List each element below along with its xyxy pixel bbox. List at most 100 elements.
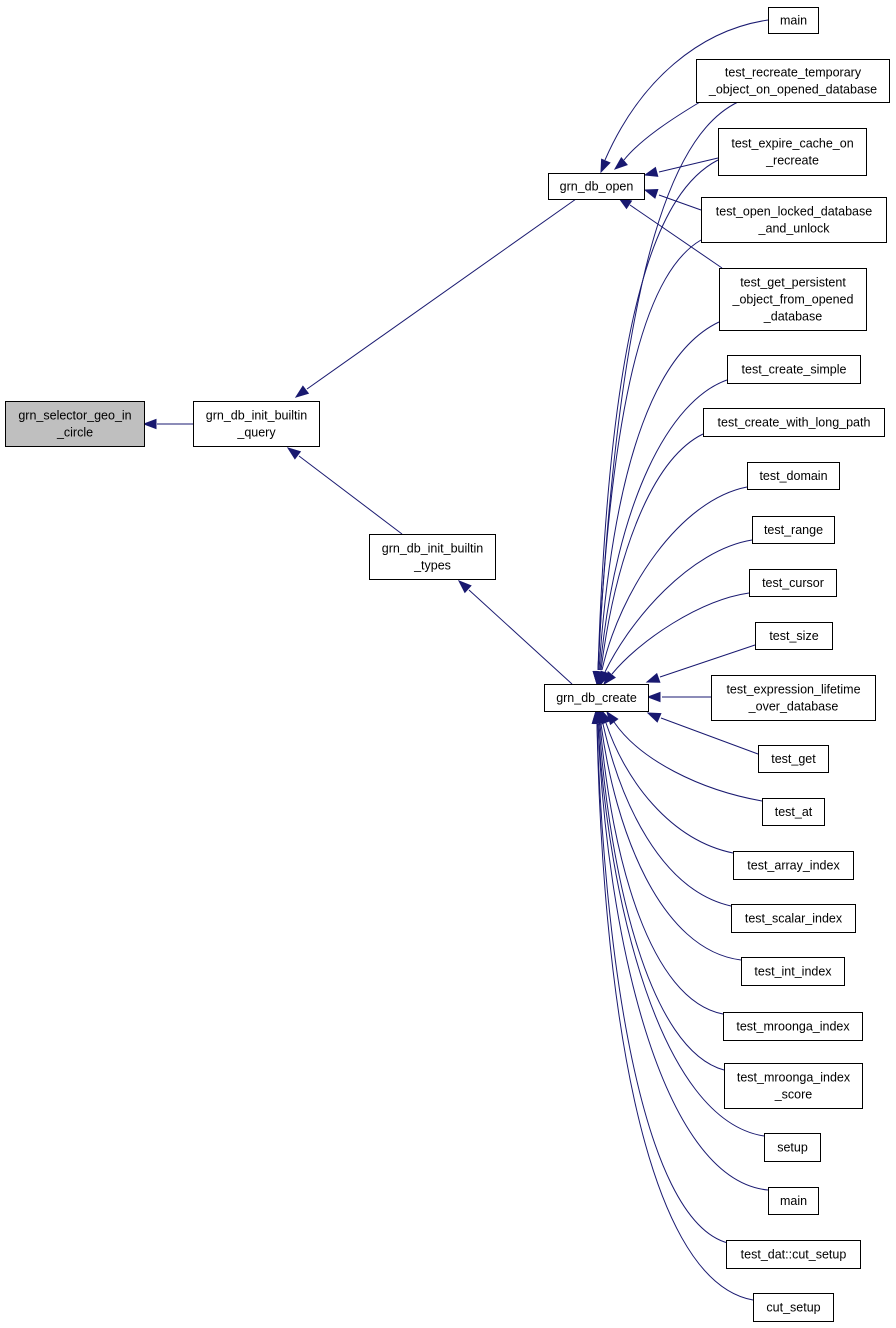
- edge-main_a-to-grn_db_open: [600, 19, 769, 174]
- node-test-at[interactable]: test_at: [762, 798, 825, 826]
- edge-grn_db_init_builtin_query-to-grn_selector_geo_in_circle: [142, 418, 193, 430]
- edge-test_cursor-to-grn_db_create: [603, 592, 750, 686]
- edge-line: [605, 722, 734, 854]
- edge-line: [604, 539, 753, 673]
- node-grn-db-init-builtin-query[interactable]: grn_db_init_builtin_query: [193, 401, 320, 447]
- edge-test_expression_lifetime-to-grn_db_create: [646, 691, 711, 703]
- node-test-int-index[interactable]: test_int_index: [741, 957, 845, 986]
- edge-line: [597, 723, 769, 1191]
- node-test-array-index[interactable]: test_array_index: [733, 851, 854, 880]
- node-label: _and_unlock: [758, 222, 831, 236]
- node-test-range[interactable]: test_range: [752, 516, 835, 544]
- node-label: test_int_index: [754, 965, 832, 979]
- node-label: test_array_index: [747, 859, 840, 873]
- edge-arrowhead: [286, 447, 302, 460]
- edge-test_range-to-grn_db_create: [600, 539, 753, 686]
- edge-line: [599, 723, 724, 1015]
- edge-arrowhead: [142, 418, 157, 430]
- edge-line: [468, 589, 573, 685]
- node-label: _circle: [56, 426, 93, 440]
- node-label: _object_on_opened_database: [708, 83, 877, 97]
- node-test-open-locked[interactable]: test_open_locked_database _and_unlock: [701, 197, 887, 243]
- node-label: test_domain: [759, 469, 827, 483]
- node-label: _over_database: [748, 700, 839, 714]
- edge-main_b-to-grn_db_create: [592, 709, 769, 1191]
- edge-line: [306, 198, 577, 390]
- edge-test_int_index-to-grn_db_create: [595, 709, 742, 961]
- node-main-a[interactable]: main: [768, 7, 819, 34]
- edge-line: [597, 159, 719, 671]
- node-grn-db-init-builtin-types[interactable]: grn_db_init_builtin_types: [369, 534, 496, 580]
- node-label: _recreate: [765, 154, 819, 168]
- node-box: [696, 59, 890, 103]
- node-label: grn_db_open: [560, 180, 634, 194]
- edge-grn_db_create-to-grn_db_init_builtin_types: [457, 580, 573, 685]
- node-label: test_dat::cut_setup: [741, 1248, 847, 1262]
- node-test-get[interactable]: test_get: [758, 745, 829, 773]
- node-test-domain[interactable]: test_domain: [747, 462, 840, 490]
- node-label: test_create_simple: [742, 363, 847, 377]
- node-box: [727, 355, 861, 384]
- edge-test_get-to-grn_db_create: [646, 712, 759, 755]
- node-box: [752, 516, 835, 544]
- node-label: test_mroonga_index: [737, 1071, 851, 1085]
- node-setup[interactable]: setup: [764, 1133, 821, 1162]
- node-test-mroonga-index[interactable]: test_mroonga_index: [723, 1012, 863, 1041]
- edge-test_get_persistent-to-grn_db_create: [593, 321, 720, 686]
- edge-line: [602, 723, 732, 907]
- node-box: [544, 684, 649, 712]
- node-label: cut_setup: [766, 1301, 820, 1315]
- edge-line: [596, 723, 754, 1301]
- node-cut-setup[interactable]: cut_setup: [753, 1293, 834, 1322]
- edge-test_domain-to-grn_db_create: [596, 486, 748, 686]
- node-box: [724, 1063, 863, 1109]
- node-label: grn_selector_geo_in: [18, 409, 131, 423]
- edge-line: [600, 433, 704, 671]
- edge-arrowhead: [294, 385, 310, 398]
- edge-line: [600, 723, 742, 961]
- node-label: main: [780, 14, 807, 28]
- node-test-get-persistent[interactable]: test_get_persistent_object_from_opened_d…: [719, 268, 867, 331]
- node-label: test_get: [771, 752, 816, 766]
- node-label: _database: [763, 310, 822, 324]
- edge-line: [597, 101, 739, 671]
- node-test-dat-cut-setup[interactable]: test_dat::cut_setup: [726, 1240, 861, 1269]
- node-label: test_mroonga_index: [736, 1020, 850, 1034]
- node-label: test_cursor: [762, 576, 824, 590]
- edge-arrowhead: [613, 156, 628, 170]
- edge-line: [659, 644, 756, 678]
- node-test-create-simple[interactable]: test_create_simple: [727, 355, 861, 384]
- node-label: test_get_persistent: [740, 276, 846, 290]
- edge-grn_db_init_builtin_types-to-grn_db_init_builtin_query: [286, 447, 403, 535]
- edge-test_at-to-grn_db_create: [606, 710, 763, 802]
- node-box: [758, 745, 829, 773]
- node-test-create-with-long-path[interactable]: test_create_with_long_path: [703, 408, 885, 437]
- node-label: test_open_locked_database: [716, 205, 872, 219]
- node-box: [703, 408, 885, 437]
- node-label: test_at: [775, 805, 813, 819]
- node-box: [711, 675, 876, 721]
- node-test-expire-cache[interactable]: test_expire_cache_on_recreate: [718, 128, 867, 176]
- node-test-recreate-temporary[interactable]: test_recreate_temporary_object_on_opened…: [696, 59, 890, 103]
- node-box: [741, 957, 845, 986]
- node-box: [369, 534, 496, 580]
- node-test-cursor[interactable]: test_cursor: [749, 569, 837, 597]
- node-test-expression-lifetime[interactable]: test_expression_lifetime _over_database: [711, 675, 876, 721]
- node-main-b[interactable]: main: [768, 1187, 819, 1215]
- edge-test_open_locked-to-grn_db_open: [643, 188, 702, 211]
- node-box: [5, 401, 145, 447]
- node-test-scalar-index[interactable]: test_scalar_index: [731, 904, 856, 933]
- edge-test_size-to-grn_db_create: [645, 644, 756, 683]
- node-label: test_expression_lifetime: [726, 683, 860, 697]
- node-test-size[interactable]: test_size: [755, 622, 833, 650]
- node-box: [768, 7, 819, 34]
- edge-line: [629, 204, 723, 269]
- edge-grn_db_open-to-grn_db_init_builtin_query: [294, 198, 577, 398]
- node-grn-db-create[interactable]: grn_db_create: [544, 684, 649, 712]
- node-label: grn_db_init_builtin: [382, 542, 484, 556]
- node-grn-db-open[interactable]: grn_db_open: [548, 173, 645, 200]
- node-box: [733, 851, 854, 880]
- edge-line: [597, 723, 765, 1137]
- node-box: [193, 401, 320, 447]
- node-test-mroonga-index-score[interactable]: test_mroonga_index_score: [724, 1063, 863, 1109]
